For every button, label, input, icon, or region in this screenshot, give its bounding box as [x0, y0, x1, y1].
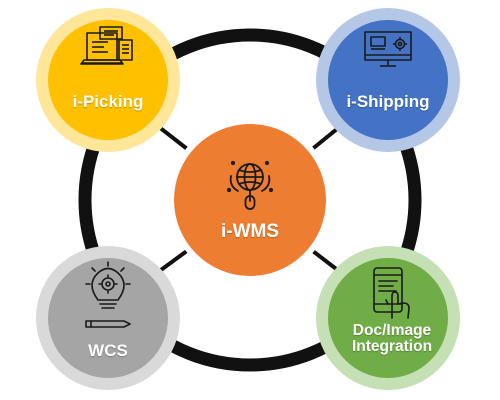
doc-node-label: Doc/Image Integration	[351, 322, 433, 356]
doc-node-label-line1: Doc/Image	[352, 322, 432, 339]
shipping-node-label: i-Shipping	[346, 92, 430, 111]
doc-node	[328, 258, 448, 378]
picking-node	[48, 20, 168, 140]
laptop-clipboard-icon	[80, 26, 133, 65]
lightbulb-gear-pencil-icon	[85, 261, 131, 328]
center-node-label: i-WMS	[220, 221, 280, 242]
picking-node-label: i-Picking	[72, 92, 144, 111]
doc-node-label-line2: Integration	[351, 338, 433, 356]
outer-ring	[78, 28, 422, 372]
monitor-gear-icon	[364, 31, 412, 67]
wcs-node	[48, 258, 168, 378]
wcs-node-label: WCS	[88, 341, 128, 360]
globe-cursor-icon	[226, 160, 274, 210]
shipping-node	[328, 20, 448, 140]
tablet-hand-icon	[373, 267, 410, 319]
